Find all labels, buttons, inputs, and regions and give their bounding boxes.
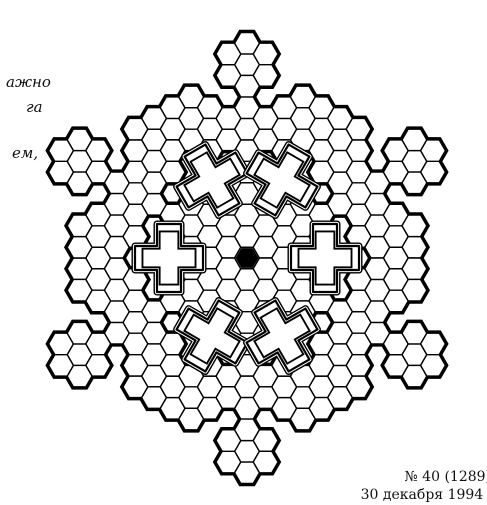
hex-cell <box>216 65 241 86</box>
hex-cell <box>197 376 222 397</box>
hex-cell <box>123 376 148 397</box>
hex-cell <box>67 215 92 236</box>
hex-cell <box>402 215 427 236</box>
hex-cell <box>402 258 427 279</box>
hex-cell <box>402 279 427 300</box>
hex-cell <box>346 355 371 376</box>
hex-cell <box>86 333 111 354</box>
hex-cell <box>160 161 185 182</box>
hex-cell <box>309 161 334 182</box>
issue-number: № 40 (1289) <box>404 469 487 485</box>
hex-cell <box>235 32 260 53</box>
hex-cell <box>346 376 371 397</box>
hex-cell <box>160 333 185 354</box>
hex-cell <box>290 408 315 429</box>
hex-cell <box>309 140 334 161</box>
hex-cell <box>235 462 260 483</box>
hex-cell <box>309 333 334 354</box>
hex-cell <box>160 355 185 376</box>
hex-cell <box>290 86 315 107</box>
hex-cell <box>123 118 148 139</box>
hex-cell <box>383 355 408 376</box>
text-fragment-3: ем, <box>12 144 38 162</box>
hex-cell <box>272 118 297 139</box>
hex-cell <box>67 279 92 300</box>
hex-cell <box>123 140 148 161</box>
hex-cell <box>346 118 371 139</box>
hex-cell <box>421 355 446 376</box>
text-fragment-2: га <box>26 98 43 116</box>
hex-cell <box>49 161 74 182</box>
hex-cell <box>86 140 111 161</box>
hex-cell <box>253 430 278 451</box>
hex-cell <box>179 408 204 429</box>
hex-cell <box>49 140 74 161</box>
hex-cell <box>49 355 74 376</box>
hex-cell <box>67 237 92 258</box>
hex-cell <box>421 140 446 161</box>
text-fragment-1: ажно <box>6 73 51 91</box>
hex-cell <box>383 161 408 182</box>
hex-cell <box>179 86 204 107</box>
hex-cell <box>421 333 446 354</box>
issue-date: 30 декабря 1994 г <box>361 487 487 503</box>
